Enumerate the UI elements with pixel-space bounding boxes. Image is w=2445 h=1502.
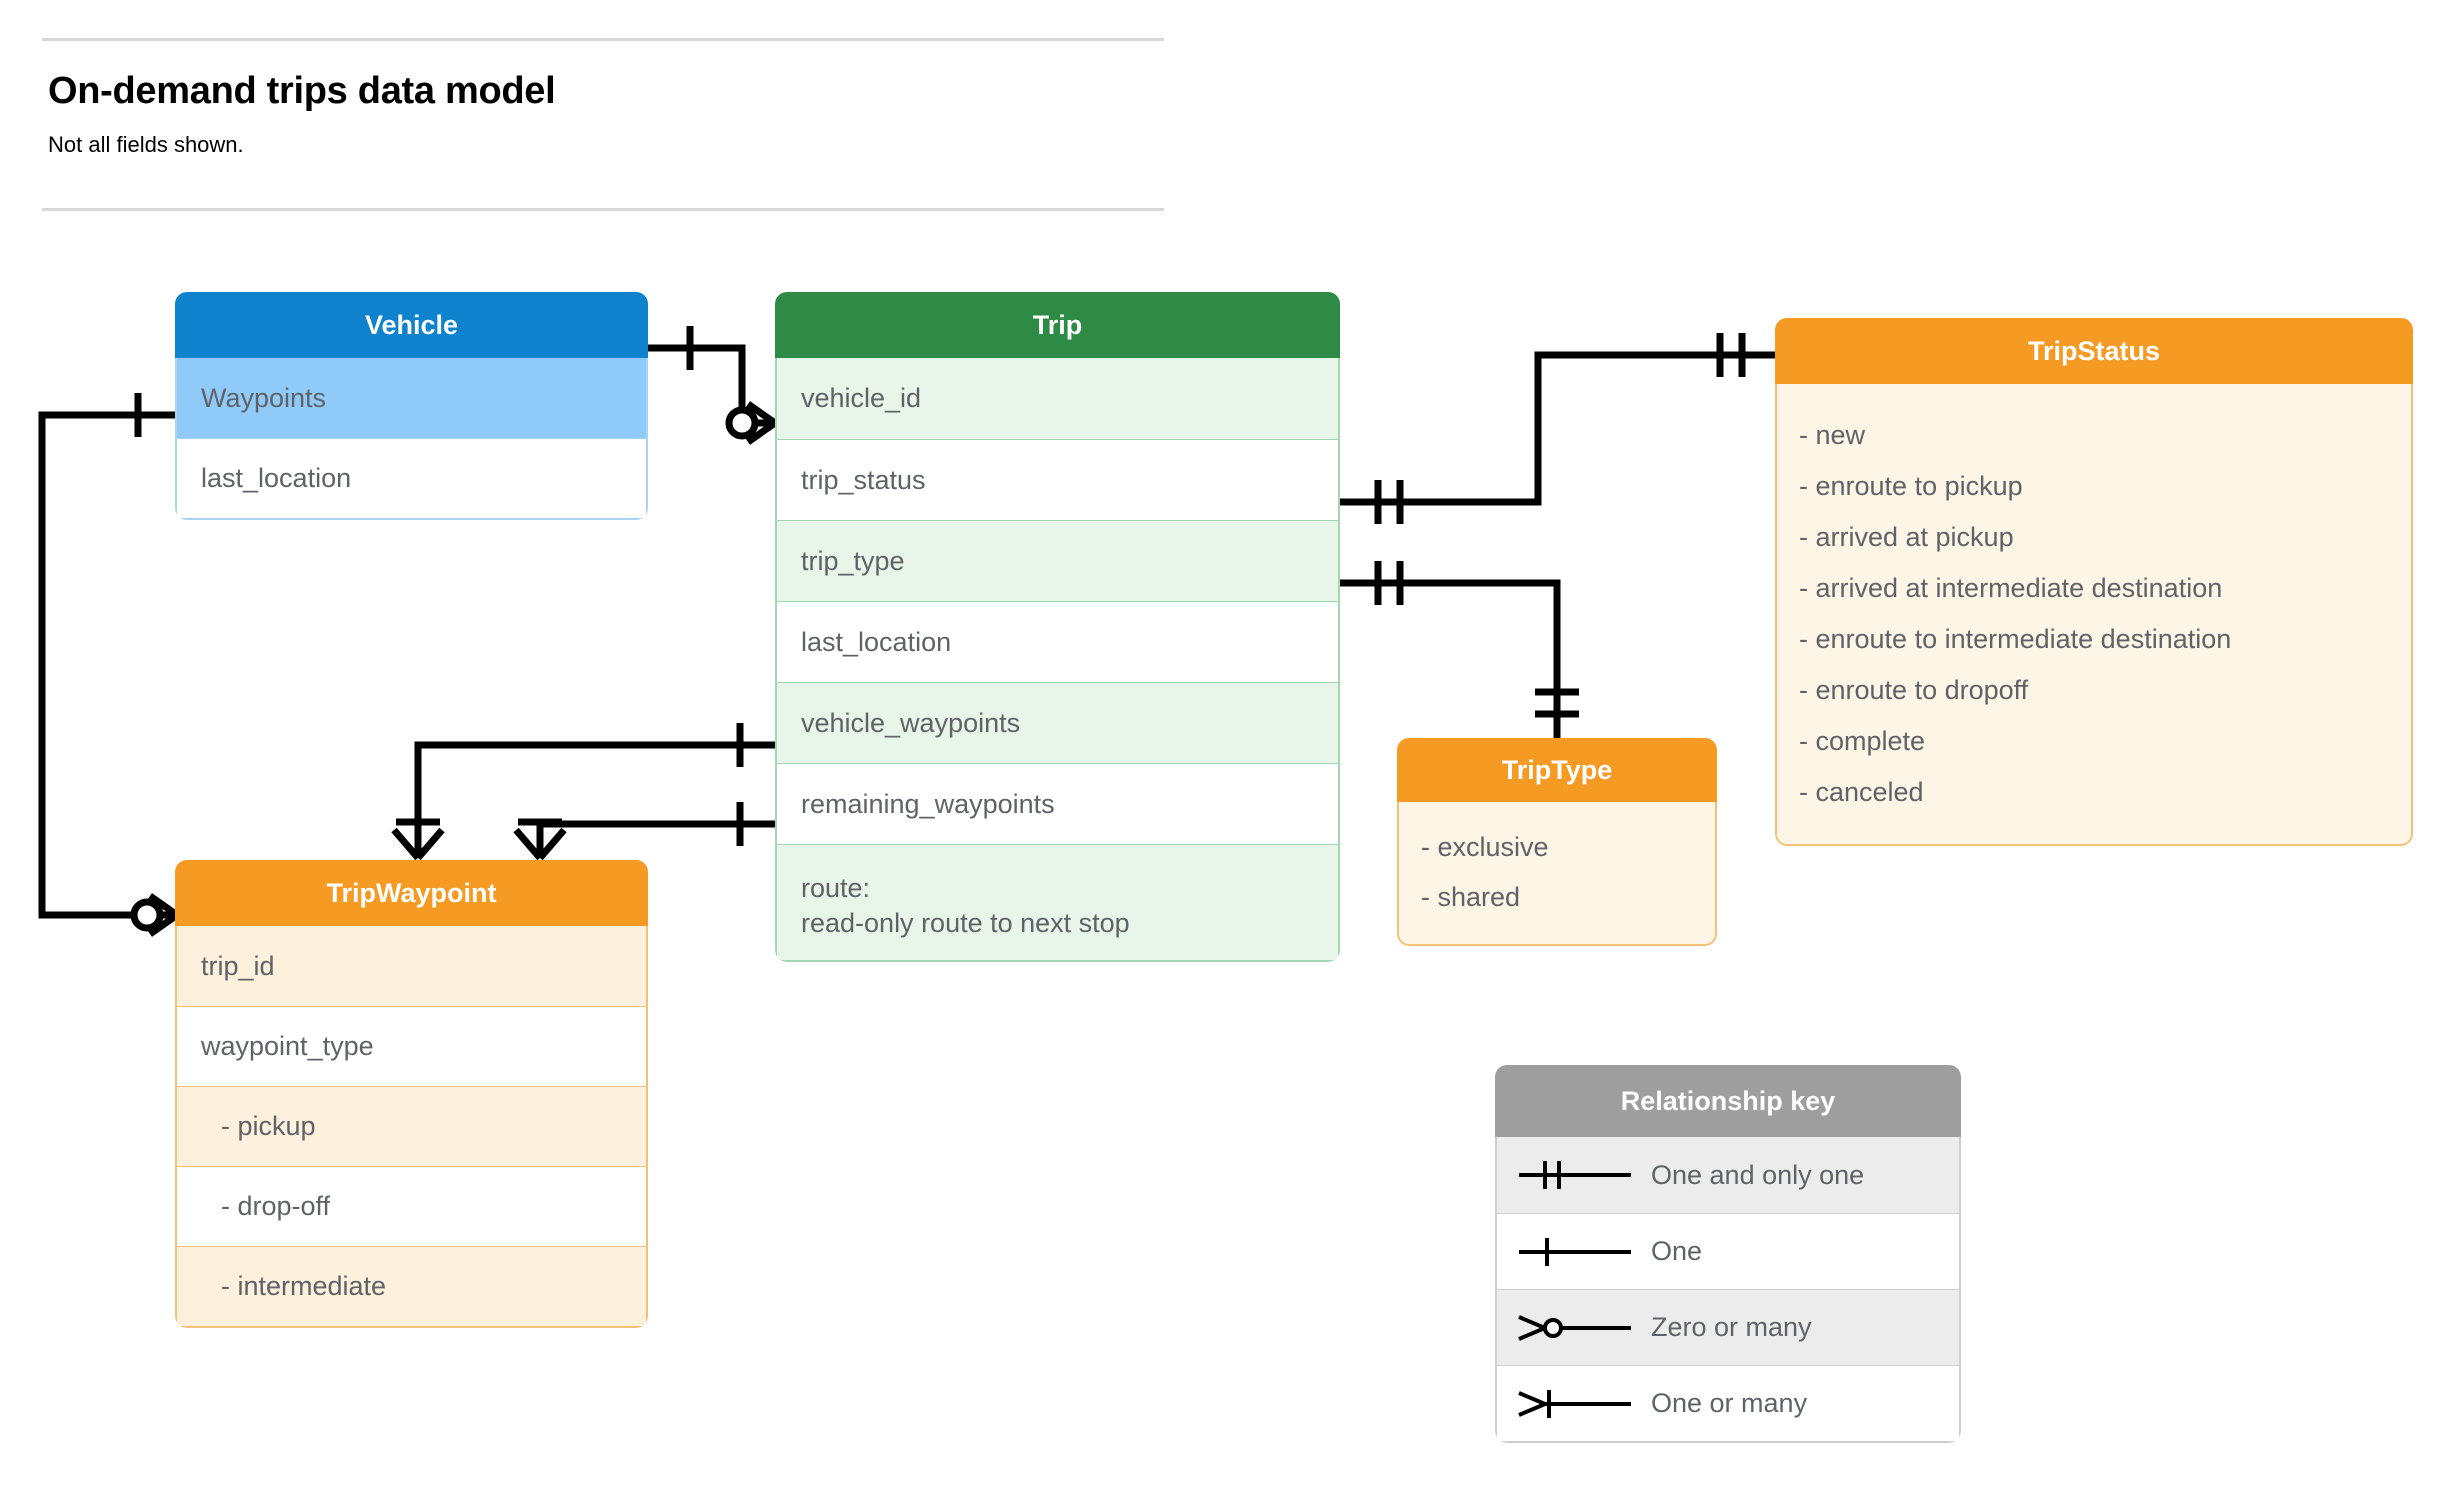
legend-row-one-and-only-one: One and only one [1497, 1137, 1959, 1213]
entity-triptype[interactable]: TripType - exclusive - shared [1397, 738, 1717, 946]
entity-vehicle[interactable]: Vehicle Waypoints last_location [175, 292, 648, 520]
field-trip-vehicle-waypoints[interactable]: vehicle_waypoints [777, 682, 1338, 763]
value-tripstatus-enroute-to-intermediate-destination: - enroute to intermediate destination [1799, 624, 2232, 655]
value-triptype-exclusive: - exclusive [1421, 831, 1549, 862]
value-tripstatus-complete: - complete [1799, 726, 1926, 757]
legend-label-one-and-only-one: One and only one [1651, 1159, 1865, 1190]
legend-label-zero-or-many: Zero or many [1651, 1312, 1812, 1342]
page-subtitle: Not all fields shown. [48, 132, 244, 157]
field-tripwaypoint-trip-id[interactable]: trip_id [177, 926, 646, 1006]
entity-trip-fields: vehicle_id trip_status trip_type last_lo… [775, 358, 1340, 962]
value-waypoint-type-drop-off: - drop-off [177, 1166, 646, 1246]
entity-tripwaypoint[interactable]: TripWaypoint trip_id waypoint_type - pic… [175, 860, 648, 1328]
zero-or-many-icon [1518, 1314, 1631, 1341]
value-tripstatus-arrived-at-intermediate-destination: - arrived at intermediate destination [1799, 573, 2223, 604]
legend-label-one: One [1651, 1236, 1703, 1266]
value-tripstatus-enroute-to-dropoff: - enroute to dropoff [1799, 675, 2029, 706]
value-waypoint-type-pickup: - pickup [177, 1086, 646, 1166]
value-triptype-shared: - shared [1421, 881, 1521, 912]
entity-vehicle-fields: Waypoints last_location [175, 358, 648, 520]
field-vehicle-last-location[interactable]: last_location [177, 438, 646, 518]
value-waypoint-type-intermediate: - intermediate [177, 1246, 646, 1326]
legend-row-one-or-many: One or many [1497, 1365, 1959, 1441]
legend-row-zero-or-many: Zero or many [1497, 1289, 1959, 1365]
field-trip-trip-status[interactable]: trip_status [777, 439, 1338, 520]
divider-top [42, 38, 1164, 41]
legend-label-one-or-many: One or many [1651, 1388, 1808, 1418]
field-tripwaypoint-waypoint-type[interactable]: waypoint_type [177, 1006, 646, 1086]
entity-trip-title: Trip [775, 292, 1340, 358]
entity-trip[interactable]: Trip vehicle_id trip_status trip_type la… [775, 292, 1340, 962]
page-title: On-demand trips data model [48, 70, 556, 112]
one-and-only-one-icon [1519, 1161, 1631, 1189]
field-trip-trip-type[interactable]: trip_type [777, 520, 1338, 601]
value-tripstatus-new: - new [1799, 420, 1866, 451]
relationship-key-legend: Relationship key One and only one [1495, 1065, 1961, 1443]
value-tripstatus-arrived-at-pickup: - arrived at pickup [1799, 522, 2014, 553]
field-trip-route-description: read-only route to next stop [801, 907, 1130, 938]
entity-triptype-title: TripType [1397, 738, 1717, 802]
connector-vehicle-tripwaypoint [38, 411, 175, 919]
value-tripstatus-enroute-to-pickup: - enroute to pickup [1799, 471, 2023, 502]
legend-row-one: One [1497, 1213, 1959, 1289]
field-trip-remaining-waypoints[interactable]: remaining_waypoints [777, 763, 1338, 844]
one-or-many-icon [1518, 1389, 1631, 1418]
field-trip-route[interactable]: route: read-only route to next stop [777, 844, 1338, 960]
entity-tripwaypoint-fields: trip_id waypoint_type - pickup - drop-of… [175, 926, 648, 1328]
legend-title: Relationship key [1495, 1065, 1961, 1137]
connector-trip-triptype [1340, 579, 1561, 738]
connector-trip-waypoints [414, 741, 775, 855]
field-trip-last-location[interactable]: last_location [777, 601, 1338, 682]
entity-tripstatus-values: - new - enroute to pickup - arrived at p… [1775, 384, 2413, 846]
entity-tripstatus[interactable]: TripStatus - new - enroute to pickup - a… [1775, 318, 2413, 846]
entity-triptype-values: - exclusive - shared [1397, 802, 1717, 946]
divider-bottom [42, 208, 1164, 211]
field-vehicle-waypoints[interactable]: Waypoints [177, 358, 646, 438]
connector-trip-tripstatus [1340, 351, 1775, 506]
connector-vehicle-trip [648, 344, 746, 423]
one-icon [1519, 1237, 1631, 1266]
entity-tripwaypoint-title: TripWaypoint [175, 860, 648, 926]
field-trip-route-label: route: [801, 872, 871, 903]
value-tripstatus-canceled: - canceled [1799, 777, 1924, 808]
field-trip-vehicle-id[interactable]: vehicle_id [777, 358, 1338, 439]
legend-rows: One and only one One [1495, 1137, 1961, 1443]
entity-vehicle-title: Vehicle [175, 292, 648, 358]
entity-tripstatus-title: TripStatus [1775, 318, 2413, 384]
